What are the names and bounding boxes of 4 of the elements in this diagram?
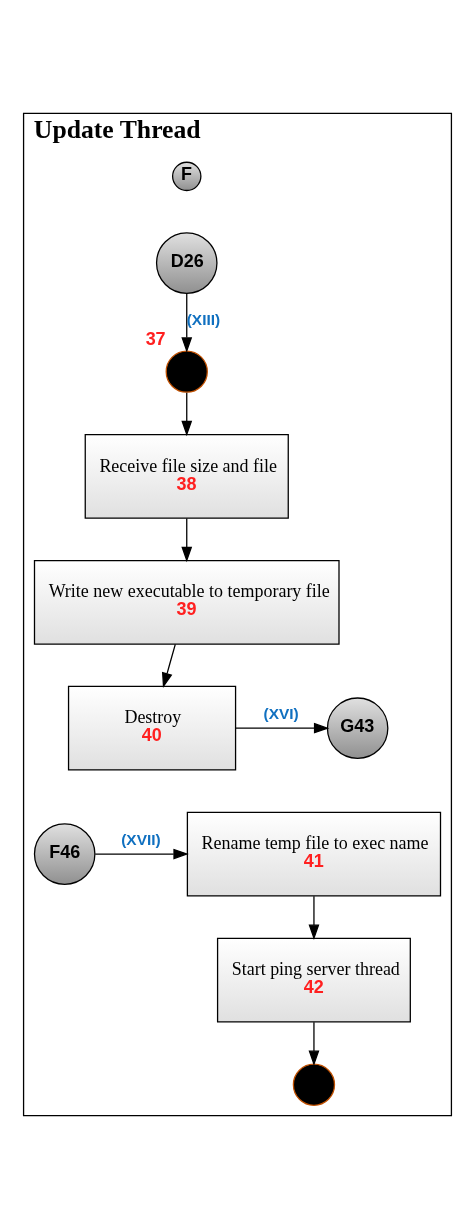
node-label: 37	[145, 328, 166, 349]
edge-label: (XVI)	[263, 704, 299, 722]
edge-label: (XIII)	[186, 310, 221, 328]
edge-label: (XVII)	[121, 830, 161, 848]
